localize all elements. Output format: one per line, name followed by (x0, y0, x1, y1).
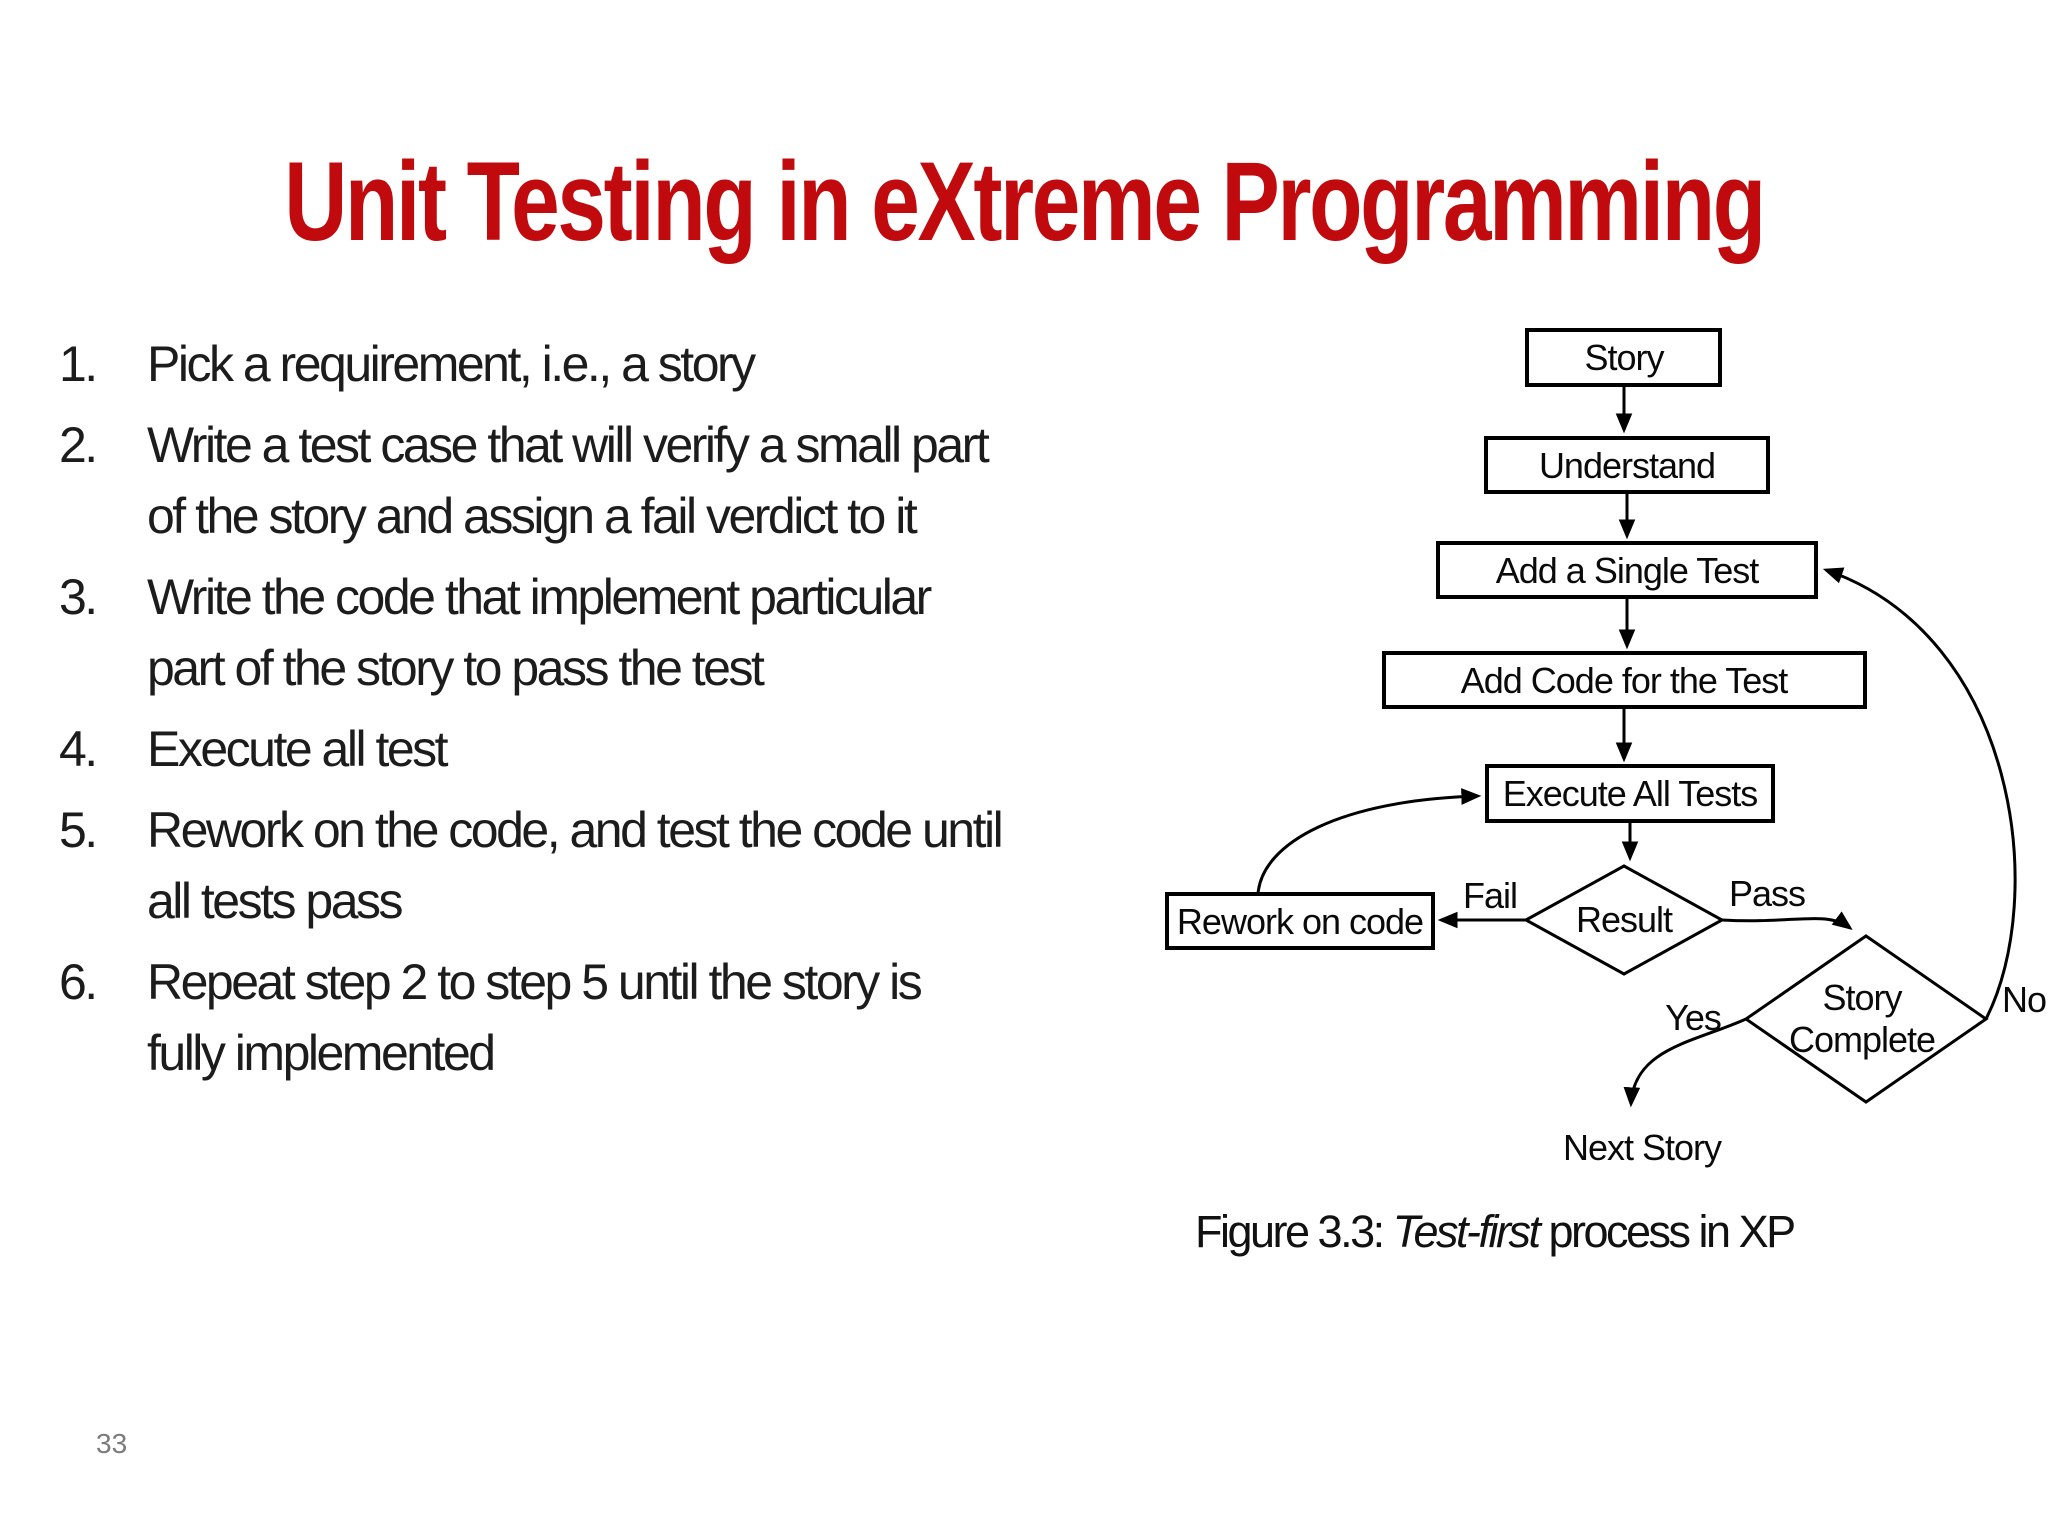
flowchart-node-story-complete: Story Complete (1743, 934, 1989, 1104)
result-label: Result (1576, 899, 1673, 940)
list-item: 5. Rework on the code, and test the code… (59, 795, 1209, 937)
slide-title: Unit Testing in eXtreme Programming (284, 139, 1766, 264)
arrow-result-pass-to-story-complete (1721, 911, 1853, 930)
list-item-number: 5. (59, 802, 98, 858)
edge-label-no: No (2002, 979, 2046, 1020)
list-item-line: Repeat step 2 to step 5 until the story … (147, 954, 923, 1010)
flowchart-node-execute-all: Execute All Tests (1485, 764, 1775, 823)
flowchart-node-add-code: Add Code for the Test (1382, 651, 1867, 709)
list-item-number: 1. (59, 336, 98, 392)
story-box (1525, 328, 1722, 387)
list-item: 2. Write a test case that will verify a … (59, 410, 1209, 552)
flowchart-figure: Story Understand Add a Single Test Add C… (1165, 328, 2047, 1168)
add-code-box (1382, 651, 1867, 709)
list-item: 1. Pick a requirement, i.e., a story (59, 329, 1209, 400)
understand-box (1484, 436, 1770, 494)
result-diamond (1522, 864, 1726, 976)
list-item-text: Rework on the code, and test the code un… (147, 795, 1004, 937)
flowchart-node-rework: Rework on code (1165, 892, 1435, 950)
list-item-line: all tests pass (147, 873, 404, 929)
rework-label: Rework on code (1177, 901, 1423, 942)
edge-label-fail: Fail (1463, 875, 1517, 916)
list-item-text: Execute all test (147, 714, 449, 785)
edge-label-pass: Pass (1729, 873, 1805, 914)
arrow-rework-to-execute (1256, 788, 1482, 895)
list-item-line: fully implemented (147, 1025, 496, 1081)
page-number: 33 (96, 1428, 128, 1459)
list-item-line: Pick a requirement, i.e., a story (147, 336, 756, 392)
list-item-line: part of the story to pass the test (147, 640, 765, 696)
list-item-number: 2. (59, 417, 98, 473)
list-item-text: Repeat step 2 to step 5 until the story … (147, 947, 923, 1089)
story-complete-diamond (1743, 934, 1989, 1104)
list-item-text: Pick a requirement, i.e., a story (147, 329, 756, 400)
execute-all-label: Execute All Tests (1503, 773, 1757, 814)
flowchart-node-understand: Understand (1484, 436, 1770, 494)
flowchart-node-story: Story (1525, 328, 1722, 387)
list-item-line: of the story and assign a fail verdict t… (147, 488, 918, 544)
list-item-line: Write a test case that will verify a sma… (147, 417, 990, 473)
story-complete-label-line2: Complete (1789, 1019, 1935, 1060)
caption-suffix: process in XP (1538, 1206, 1796, 1257)
steps-list: 1. Pick a requirement, i.e., a story 2. … (59, 329, 1209, 1099)
list-item-line: Rework on the code, and test the code un… (147, 802, 1004, 858)
caption-italic: Test-first (1392, 1206, 1541, 1257)
next-story-label: Next Story (1563, 1127, 1722, 1168)
add-code-label: Add Code for the Test (1461, 660, 1789, 701)
rework-box (1165, 892, 1435, 950)
story-complete-label-line1: Story (1822, 977, 1902, 1018)
list-item: 6. Repeat step 2 to step 5 until the sto… (59, 947, 1209, 1089)
flowchart-node-add-single-test: Add a Single Test (1436, 541, 1818, 599)
list-item-number: 3. (59, 569, 98, 625)
list-item: 3. Write the code that implement particu… (59, 562, 1209, 704)
list-item-text: Write a test case that will verify a sma… (147, 410, 990, 552)
flowchart-node-result: Result (1522, 864, 1726, 976)
caption-prefix: Figure 3.3: (1195, 1206, 1393, 1257)
understand-label: Understand (1539, 445, 1715, 486)
list-item: 4. Execute all test (59, 714, 1209, 785)
list-item-text: Write the code that implement particular… (147, 562, 932, 704)
edge-label-yes: Yes (1665, 997, 1721, 1038)
list-item-line: Execute all test (147, 721, 449, 777)
add-single-test-box (1436, 541, 1818, 599)
execute-all-box (1485, 764, 1775, 823)
list-item-number: 4. (59, 721, 98, 777)
story-label: Story (1584, 337, 1664, 378)
figure-caption: Figure 3.3: Test-first process in XP (1195, 1206, 1955, 1258)
arrow-story-complete-no-to-add-single-test (1822, 567, 2017, 1020)
list-item-line: Write the code that implement particular (147, 569, 932, 625)
list-item-number: 6. (59, 954, 98, 1010)
add-single-test-label: Add a Single Test (1496, 550, 1760, 591)
arrow-story-complete-yes-to-next-story (1623, 1017, 1747, 1108)
